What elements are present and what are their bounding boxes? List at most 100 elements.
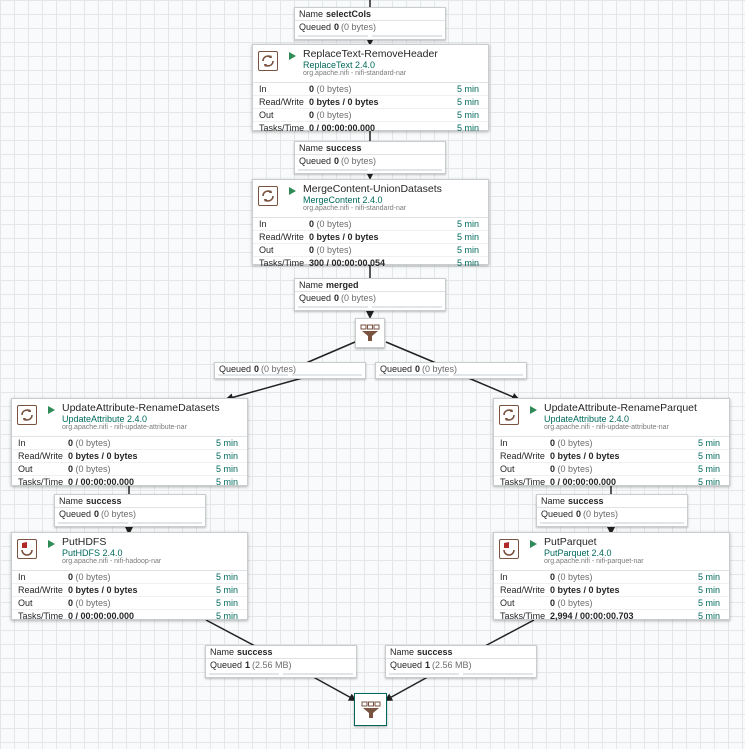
stat-window: 5 min	[456, 245, 479, 255]
stat-value: 0 (0 bytes)	[309, 110, 352, 120]
restricted-processor-icon	[499, 539, 519, 559]
queued-size: (0 bytes)	[422, 364, 458, 374]
queue-bars	[209, 673, 353, 675]
stat-value: 0 / 00:00:00.000	[68, 477, 135, 487]
running-icon	[530, 540, 537, 548]
name-label: Name	[299, 280, 324, 290]
stat-value: 0 (0 bytes)	[68, 598, 111, 608]
stat-value: 0 bytes / 0 bytes	[309, 97, 379, 107]
stat-window: 5 min	[697, 464, 720, 474]
name-label: Name	[390, 647, 415, 657]
stat-window: 5 min	[215, 572, 238, 582]
stat-value: 0 (0 bytes)	[68, 464, 111, 474]
processor-type: MergeContent 2.4.0	[303, 195, 383, 205]
stat-window: 5 min	[215, 451, 238, 461]
processor-bundle: org.apache.nifi - nifi-standard-nar	[303, 70, 407, 77]
stat-window: 5 min	[215, 598, 238, 608]
queued-count: 1	[245, 660, 251, 670]
stat-window: 5 min	[697, 611, 720, 621]
processor-name: UpdateAttribute-RenameDatasets	[62, 402, 220, 414]
queued-size: (0 bytes)	[101, 509, 137, 519]
processor-name: PutParquet	[544, 536, 597, 548]
queued-count: 0	[334, 293, 340, 303]
stat-window: 5 min	[456, 123, 479, 133]
stat-value: 0 (0 bytes)	[309, 84, 352, 94]
queued-label: Queued	[299, 156, 332, 166]
running-icon	[289, 52, 296, 60]
stat-window: 5 min	[456, 232, 479, 242]
queue-bars	[540, 522, 684, 524]
queued-size: (0 bytes)	[341, 293, 377, 303]
processor-bundle: org.apache.nifi - nifi-update-attribute-…	[544, 424, 669, 431]
name-label: Name	[59, 496, 84, 506]
queued-size: (0 bytes)	[341, 22, 377, 32]
stat-window: 5 min	[215, 438, 238, 448]
stat-label: Out	[18, 598, 33, 608]
stat-window: 5 min	[697, 451, 720, 461]
processor-name: MergeContent-UnionDatasets	[303, 183, 442, 195]
stat-value: 0 bytes / 0 bytes	[309, 232, 379, 242]
queue-bars	[298, 306, 442, 308]
stat-value: 0 bytes / 0 bytes	[550, 585, 620, 595]
stat-label: In	[18, 438, 26, 448]
stat-window: 5 min	[456, 97, 479, 107]
stat-label: Out	[18, 464, 33, 474]
processor-bundle: org.apache.nifi - nifi-parquet-nar	[544, 558, 644, 565]
funnel-output[interactable]	[354, 693, 387, 726]
stat-value: 0 / 00:00:00.000	[550, 477, 617, 487]
connection-name: selectCols	[326, 9, 372, 19]
stat-window: 5 min	[456, 219, 479, 229]
processor-bundle: org.apache.nifi - nifi-hadoop-nar	[62, 558, 162, 565]
queued-size: (2.56 MB)	[432, 660, 472, 670]
queued-count: 0	[334, 22, 340, 32]
stat-label: Read/Write	[259, 97, 304, 107]
queued-count: 0	[576, 509, 582, 519]
stat-window: 5 min	[215, 464, 238, 474]
processor-type: PutHDFS 2.4.0	[62, 548, 123, 558]
stat-label: Out	[500, 598, 515, 608]
stat-window: 5 min	[697, 585, 720, 595]
queue-bars	[218, 374, 362, 376]
stat-value: 0 (0 bytes)	[550, 572, 593, 582]
stat-label: In	[18, 572, 26, 582]
stat-label: Tasks/Time	[500, 477, 546, 487]
processor-type: UpdateAttribute 2.4.0	[544, 414, 630, 424]
funnel-merge-split[interactable]	[355, 318, 385, 348]
connection-name: success	[86, 496, 122, 506]
queued-label: Queued	[390, 660, 423, 670]
connection-name: success	[417, 647, 453, 657]
queued-count: 0	[334, 156, 340, 166]
name-label: Name	[299, 9, 324, 19]
queued-label: Queued	[299, 22, 332, 32]
